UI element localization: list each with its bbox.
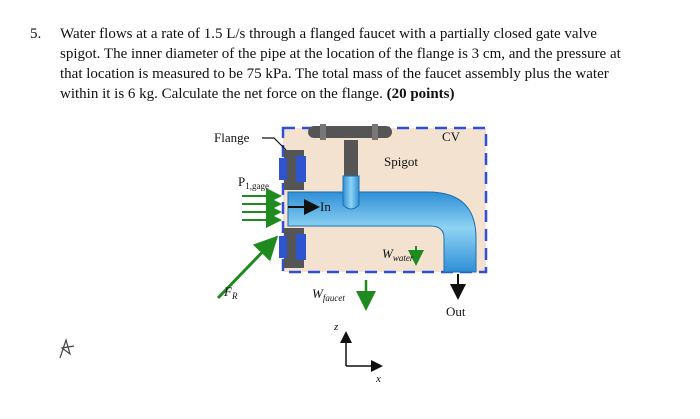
flange-bolt-top xyxy=(279,158,287,180)
p-gage-sub: 1,gage xyxy=(245,181,269,191)
w-water-sub: water xyxy=(393,253,414,263)
fr-label: FR xyxy=(223,284,238,301)
spigot-handle xyxy=(308,126,392,138)
flange-nut-bottom xyxy=(296,234,306,260)
handwritten-mark xyxy=(59,337,75,359)
w-faucet-label: Wfaucet xyxy=(312,286,345,303)
w-faucet-sub: faucet xyxy=(323,293,345,303)
spigot-label: Spigot xyxy=(384,154,418,169)
w-water-label: Wwater xyxy=(382,246,414,263)
w-faucet-main: W xyxy=(312,286,324,301)
problem-statement: 5. Water flows at a rate of 1.5 L/s thro… xyxy=(30,24,670,104)
resultant-force-arrow xyxy=(216,235,279,300)
flange-bolt-bottom xyxy=(279,236,287,258)
pressure-arrows xyxy=(242,188,282,228)
faucet-pipe xyxy=(287,191,477,273)
p-gage-label: P1,gage xyxy=(238,174,269,191)
fr-sub: R xyxy=(231,291,238,301)
out-label: Out xyxy=(446,304,466,319)
cv-label: CV xyxy=(442,129,461,144)
fr-main: F xyxy=(223,284,233,299)
spigot-valve xyxy=(342,175,360,210)
handle-knob-left xyxy=(320,124,326,140)
problem-body: Water flows at a rate of 1.5 L/s through… xyxy=(60,26,621,102)
x-label: x xyxy=(375,373,381,385)
flange-leader xyxy=(262,137,287,151)
z-label: z xyxy=(333,321,339,333)
problem-number: 5. xyxy=(30,26,42,42)
flange-label: Flange xyxy=(214,130,250,145)
handle-knob-right xyxy=(372,124,378,140)
flange-nut-top xyxy=(296,156,306,182)
problem-text: Water flows at a rate of 1.5 L/s through… xyxy=(60,24,670,104)
problem-points: (20 points) xyxy=(386,86,455,102)
in-label: In xyxy=(320,199,331,214)
p-gage-main: P xyxy=(238,174,245,189)
w-water-main: W xyxy=(382,246,394,261)
